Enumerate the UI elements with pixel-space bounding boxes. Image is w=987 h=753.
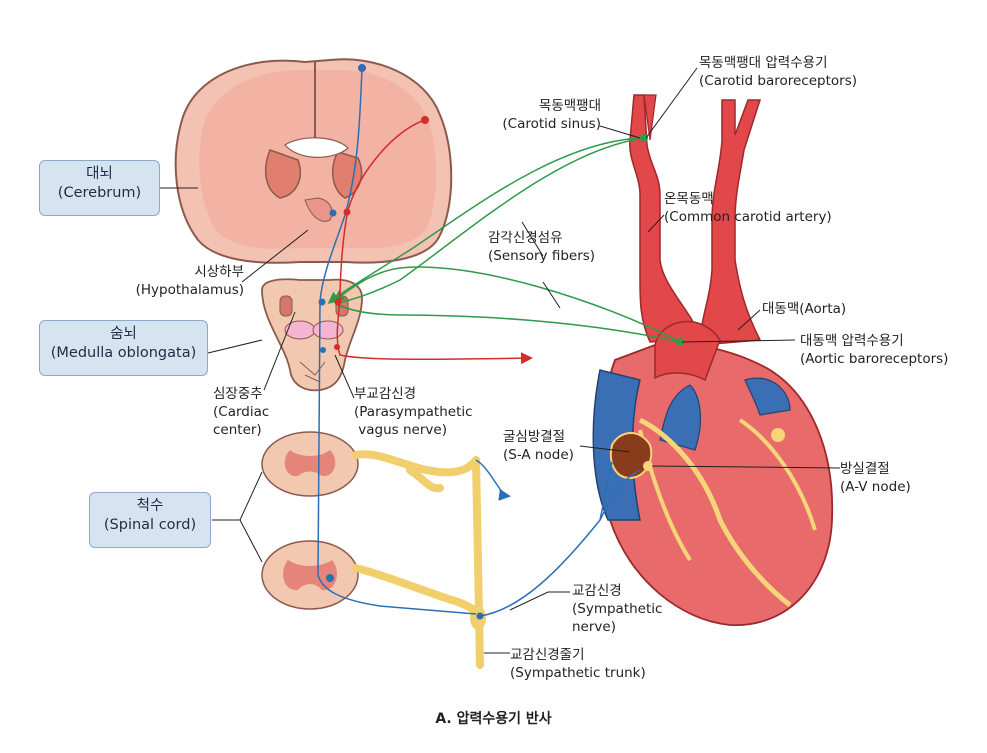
cerebrum-drawing [174, 58, 453, 264]
spinal-cord-en: (Spinal cord) [103, 517, 197, 533]
aortic-baroreceptors-ko: 대동맥 압력수용기 [800, 333, 904, 349]
hypothalamus-label: 시상하부 (Hypothalamus) [130, 263, 244, 299]
cardiac-center-ko: 심장중추 [213, 386, 263, 402]
sa-node-en: (S-A node) [503, 447, 574, 463]
aortic-baroreceptors-en: (Aortic baroreceptors) [800, 351, 949, 367]
parasympathetic-label: 부교감신경 (Parasympathetic vagus nerve) [354, 385, 473, 439]
neuron-dots [318, 64, 684, 620]
heart-drawing [592, 320, 834, 626]
medulla-ko: 숨뇌 [110, 326, 137, 342]
leader-lines [160, 67, 841, 654]
figure-caption: A. 압력수용기 반사 [435, 711, 552, 727]
medulla-drawing [261, 278, 363, 392]
sympathetic-nerve-label: 교감신경 (Sympathetic nerve) [572, 582, 662, 636]
sa-node-label: 굴심방결절 (S-A node) [503, 428, 574, 464]
cardiac-center-en1: (Cardiac [213, 404, 270, 420]
spinal-cord-upper [261, 431, 359, 497]
sympathetic-nerve-en2: nerve) [572, 619, 616, 635]
carotid-sinus-ko: 목동맥팽대 [538, 98, 601, 114]
sympathetic-trunk-ko: 교감신경줄기 [510, 647, 585, 663]
sympathetic-nerve-ko: 교감신경 [572, 583, 622, 599]
spinal-cord-ko: 척수 [136, 498, 164, 514]
spinal-cord-lower [261, 540, 359, 610]
cerebrum-box: 대뇌 (Cerebrum) [39, 160, 160, 216]
carotid-sinus-label: 목동맥팽대 (Carotid sinus) [497, 97, 601, 133]
sensory-fibers-ko: 감각신경섬유 [488, 230, 563, 246]
aortic-baroreceptors-label: 대동맥 압력수용기 (Aortic baroreceptors) [800, 332, 948, 368]
sensory-fibers-en: (Sensory fibers) [488, 248, 596, 264]
aorta-text: 대동맥(Aorta) [762, 301, 847, 317]
av-node-en: (A-V node) [840, 479, 911, 495]
parasympathetic-en1: (Parasympathetic [354, 404, 473, 420]
spinal-cord-box: 척수 (Spinal cord) [89, 492, 211, 548]
parasympathetic-en2: vagus nerve) [354, 422, 447, 438]
av-node-label: 방실결절 (A-V node) [840, 460, 911, 496]
parasympathetic-ko: 부교감신경 [354, 386, 417, 402]
sensory-fibers-label: 감각신경섬유 (Sensory fibers) [488, 229, 595, 265]
cerebrum-ko: 대뇌 [86, 166, 113, 182]
common-carotid-label: 온목동맥 (Common carotid artery) [664, 190, 832, 226]
carotid-sinus-en: (Carotid sinus) [502, 116, 601, 132]
carotid-baroreceptors-label: 목동맥팽대 압력수용기 (Carotid baroreceptors) [699, 54, 857, 90]
sympathetic-trunk-label: 교감신경줄기 (Sympathetic trunk) [510, 646, 646, 682]
aorta-label: 대동맥(Aorta) [762, 300, 846, 318]
cardiac-center-label: 심장중추 (Cardiac center) [213, 385, 269, 439]
medulla-box: 숨뇌 (Medulla oblongata) [39, 320, 208, 376]
medulla-en: (Medulla oblongata) [50, 345, 197, 361]
carotid-baroreceptors-ko: 목동맥팽대 압력수용기 [699, 55, 828, 71]
sa-node-ko: 굴심방결절 [503, 429, 566, 445]
av-node-ko: 방실결절 [840, 461, 890, 477]
carotid-baroreceptors-en: (Carotid baroreceptors) [699, 73, 857, 89]
sympathetic-nerve-en1: (Sympathetic [572, 601, 663, 617]
common-carotid-ko: 온목동맥 [664, 191, 714, 207]
sympathetic-trunk-drawing [352, 450, 484, 669]
sensory-fibers [327, 137, 681, 343]
sympathetic-trunk-en: (Sympathetic trunk) [510, 665, 646, 681]
common-carotid-en: (Common carotid artery) [664, 209, 832, 225]
cardiac-center-en2: center) [213, 422, 262, 438]
hypothalamus-ko: 시상하부 [194, 264, 244, 280]
hypothalamus-en: (Hypothalamus) [135, 282, 244, 298]
cerebrum-en: (Cerebrum) [57, 185, 142, 201]
